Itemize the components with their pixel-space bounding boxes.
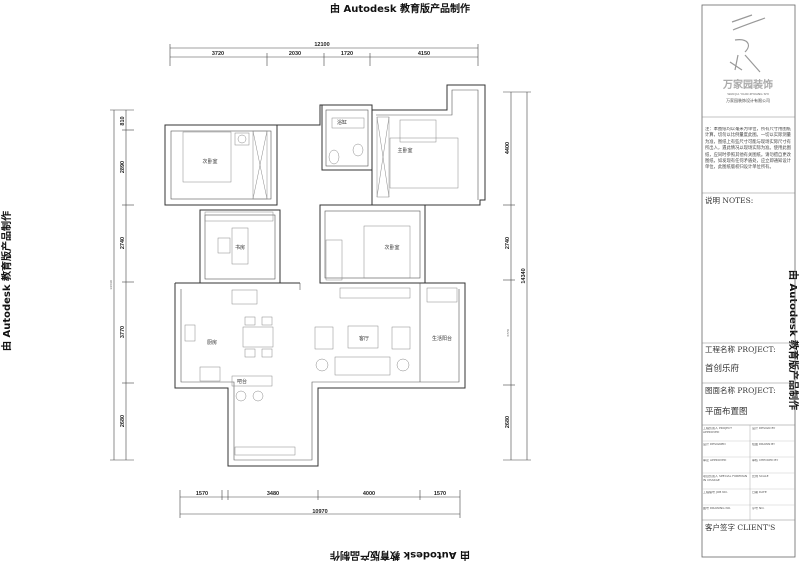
wardrobe-mid <box>325 239 343 281</box>
dim-bottom-3: 4000 <box>363 491 375 497</box>
stove <box>199 366 221 382</box>
client-signature-label: 客户签字 CLIENT'S <box>705 522 775 532</box>
sofa <box>334 356 391 376</box>
toilet <box>352 143 364 157</box>
right-dimensions: 4400 2740 3770 2680 14340 <box>503 91 531 461</box>
dim-right-3: 3770 <box>506 329 510 337</box>
table-cell: 工程编号 JOB NO. <box>703 491 728 494</box>
dim-top-3: 1720 <box>341 51 353 57</box>
table-cell: 绘图 DRAWN BY <box>752 443 776 446</box>
dim-top-2: 2030 <box>289 51 301 57</box>
dim-left-1: 810 <box>120 116 126 125</box>
room-label-bedroom-left: 次卧室 <box>202 158 217 165</box>
room-label-living: 客厅 <box>359 335 369 342</box>
table-cell: 序号 NO. <box>752 507 765 510</box>
bed-master <box>389 137 459 189</box>
dim-left-5: 2680 <box>120 415 126 427</box>
dim-bottom-4: 1570 <box>434 491 446 497</box>
kitchen-sink <box>184 324 196 342</box>
walls <box>164 84 486 467</box>
watermark-top: 由 Autodesk 教育版产品制作 <box>330 2 470 15</box>
bar-counter <box>231 375 273 387</box>
top-dimensions: 12100 3720 2030 1720 4150 <box>169 42 479 66</box>
drawing-name: 平面布置图 <box>705 406 748 417</box>
room-label-master: 主卧室 <box>397 147 412 154</box>
project-label: 工程名称 PROJECT: <box>705 344 776 354</box>
dim-right-total: 14340 <box>521 268 527 283</box>
table-cell: 审核 CHECKED BY <box>752 459 779 462</box>
sink <box>328 149 340 165</box>
bottom-dimensions: 1570 3480 4000 1570 10970 <box>179 490 461 518</box>
dim-top-1: 3720 <box>212 51 224 57</box>
dim-left-3: 2740 <box>120 237 126 249</box>
dim-right-1: 4400 <box>505 142 511 154</box>
table-cell: 图号 DRAWING NO. <box>703 507 731 510</box>
balcony-cabinet <box>234 446 296 456</box>
bathtub <box>331 117 365 129</box>
sign-off-table: 工程负责人 PROJECT APPROVED 设计 DESIGN BY 设计 D… <box>702 427 795 510</box>
table-cell: 日期 DATE <box>752 491 767 494</box>
dining-table <box>242 326 274 348</box>
room-label-bar: 吧台 <box>237 378 247 385</box>
dim-top-total: 12100 <box>314 42 329 48</box>
project-name: 首创乐府 <box>705 363 740 374</box>
chair <box>217 237 231 254</box>
title-block: 万家园装饰 WAN JIA YUAN ZHUANG SHI 万家园装饰设计有限公… <box>701 4 796 558</box>
bed-left <box>182 131 232 183</box>
dim-left-4: 3770 <box>120 326 126 338</box>
logo-subtext: WAN JIA YUAN ZHUANG SHI <box>727 92 768 96</box>
washer <box>426 287 458 303</box>
dim-left-total: 14340 <box>109 280 113 290</box>
bookshelf <box>204 211 274 222</box>
wardrobe-left <box>252 130 268 200</box>
company-name: 万家园装饰设计有限公司 <box>726 97 770 103</box>
dim-bottom-2: 3480 <box>267 491 279 497</box>
armchair-left <box>314 326 334 350</box>
drawing-label: 图面名称 PROJECT: <box>705 385 776 395</box>
room-label-balcony: 生活阳台 <box>432 335 452 342</box>
watermark-left: 由 Autodesk 教育版产品制作 <box>0 211 13 351</box>
desk <box>231 227 249 265</box>
dim-left-2: 2890 <box>120 161 126 173</box>
room-label-study: 书房 <box>235 244 245 251</box>
bed-mid <box>363 225 411 279</box>
table-cell: 设计 DESIGN BY <box>752 427 776 430</box>
room-label-kitchen: 厨房 <box>207 339 217 346</box>
room-label-bath: 浴缸 <box>337 119 347 126</box>
coffee-table <box>347 325 379 349</box>
table-cell: 工程负责人 PROJECT APPROVED <box>703 427 732 434</box>
notes-text: 注：本图纸均以毫米为单位，所有尺寸用图纸计算，切勿以比例量度此图。一切以实际测量… <box>705 127 791 171</box>
table-cell: 项目负责人 SPECIAL FOREMAN IN CHARGE <box>703 475 748 482</box>
dim-right-2: 2740 <box>505 237 511 249</box>
notes-label: 说明 NOTES: <box>705 195 753 205</box>
furniture <box>182 116 459 456</box>
dim-bottom-total: 10970 <box>312 509 327 515</box>
watermark-right: 由 Autodesk 教育版产品制作 <box>787 270 800 410</box>
dim-bottom-1: 1570 <box>196 491 208 497</box>
table-cell: 审定 APPROVED <box>703 459 727 462</box>
dim-top-4: 4150 <box>418 51 430 57</box>
company-logo: 万家园装饰 WAN JIA YUAN ZHUANG SHI 万家园装饰设计有限公… <box>722 14 773 103</box>
dim-right-4: 2680 <box>505 416 511 428</box>
table-cell: 设计 DESIGNED <box>703 443 726 446</box>
logo-text: 万家园装饰 <box>722 78 773 91</box>
left-dimensions: 810 2890 2740 3770 2680 14340 <box>109 109 134 461</box>
tv-cabinet <box>339 287 411 299</box>
wardrobe-master <box>376 116 390 198</box>
room-label-bedroom-mid: 次卧室 <box>384 244 399 251</box>
table-cell: 比例 SCALE <box>752 475 769 478</box>
watermark-bottom: 由 Autodesk 教育版产品制作 <box>330 549 470 562</box>
armchair-right <box>391 326 411 350</box>
